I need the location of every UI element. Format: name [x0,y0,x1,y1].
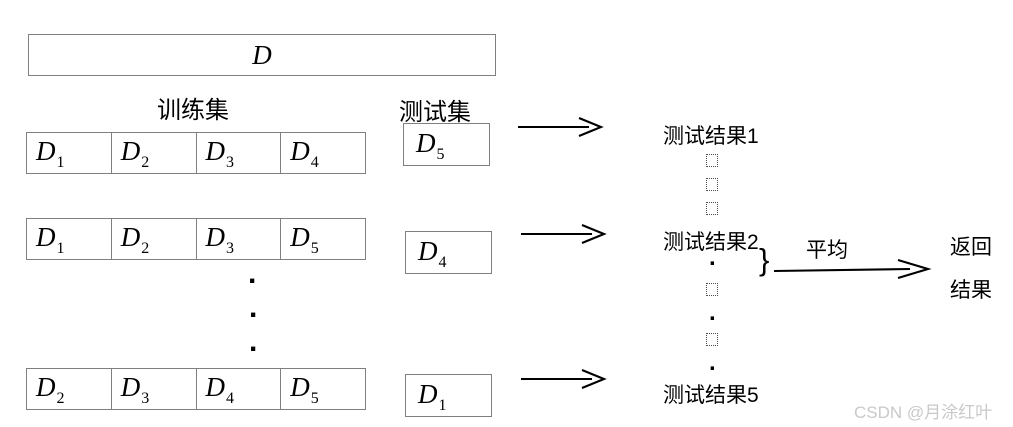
train-cell: D5 [280,369,365,409]
train-cell: D3 [195,133,281,173]
cell-label: D [36,372,56,402]
cell-label: D [120,222,141,252]
cell-subscript: 5 [310,240,319,257]
cell-label: D [205,222,226,252]
train-cell: D2 [27,369,111,409]
cell-subscript: 2 [56,390,65,407]
arrow-right-icon [521,224,607,244]
cell-subscript: 3 [226,154,234,171]
train-cell: D1 [27,219,111,259]
cell-label: D [418,379,438,409]
cell-subscript: 5 [436,146,445,163]
cell-label: D [416,128,436,158]
cell-label: D [290,372,310,402]
cell-label: D [36,136,56,166]
vertical-ellipsis-dot: . [709,349,716,376]
vertical-ellipsis-dot: . [248,257,257,290]
vertical-ellipsis-dot: . [249,291,258,324]
missing-glyph-box [706,202,718,215]
train-row-1: D1 D2 D3 D4 [26,132,366,174]
cell-subscript: 1 [438,397,447,414]
average-arrow-right-icon [773,258,932,280]
train-row-2: D1 D2 D3 D5 [26,218,366,260]
missing-glyph-box [706,333,718,346]
test-box-1: D5 [403,123,490,166]
cell-label: D [120,136,141,166]
return-result-line-2: 结果 [950,279,992,302]
test-result-label-2: 测试结果2 [663,231,759,254]
cell-label: D [290,136,310,166]
vertical-ellipsis-dot: . [249,325,258,358]
cell-label: D [290,222,310,252]
cell-subscript: 1 [56,240,65,257]
cell-label: D [120,372,141,402]
vertical-ellipsis-dot: . [709,244,716,271]
arrow-right-icon [518,117,604,137]
brace: } [759,242,770,277]
test-set-label: 测试集 [399,99,471,126]
dataset-label: D [252,39,272,70]
watermark: CSDN @月涂红叶 [854,403,993,422]
train-set-label: 训练集 [157,97,229,124]
cell-label: D [205,372,226,402]
train-cell: D4 [280,133,365,173]
vertical-ellipsis-dot: . [709,299,716,326]
train-cell: D3 [110,369,196,409]
train-cell: D4 [195,369,281,409]
cell-label: D [418,236,438,266]
cell-subscript: 4 [438,254,447,271]
missing-glyph-box [706,154,718,167]
missing-glyph-box [706,178,718,191]
cell-label: D [205,136,226,166]
test-result-label-1: 测试结果1 [663,125,759,148]
cell-subscript: 3 [226,240,234,257]
cell-subscript: 4 [226,390,234,407]
train-row-3: D2 D3 D4 D5 [26,368,366,410]
missing-glyph-box [706,283,718,296]
cell-subscript: 1 [56,154,65,171]
cell-subscript: 2 [141,154,150,171]
train-cell: D2 [110,133,196,173]
test-result-label-5: 测试结果5 [663,384,759,407]
arrow-right-icon [521,369,607,389]
cell-subscript: 2 [141,240,150,257]
test-box-3: D1 [405,374,492,417]
train-cell: D3 [195,219,281,259]
cell-subscript: 3 [141,390,150,407]
train-cell: D5 [280,219,365,259]
return-result-line-1: 返回 [950,236,992,259]
cell-subscript: 4 [310,154,319,171]
full-dataset-box: D [28,34,496,76]
test-box-2: D4 [405,231,492,274]
train-cell: D2 [110,219,196,259]
cell-subscript: 5 [310,390,319,407]
cell-label: D [36,222,56,252]
average-label: 平均 [806,239,848,262]
train-cell: D1 [27,133,111,173]
